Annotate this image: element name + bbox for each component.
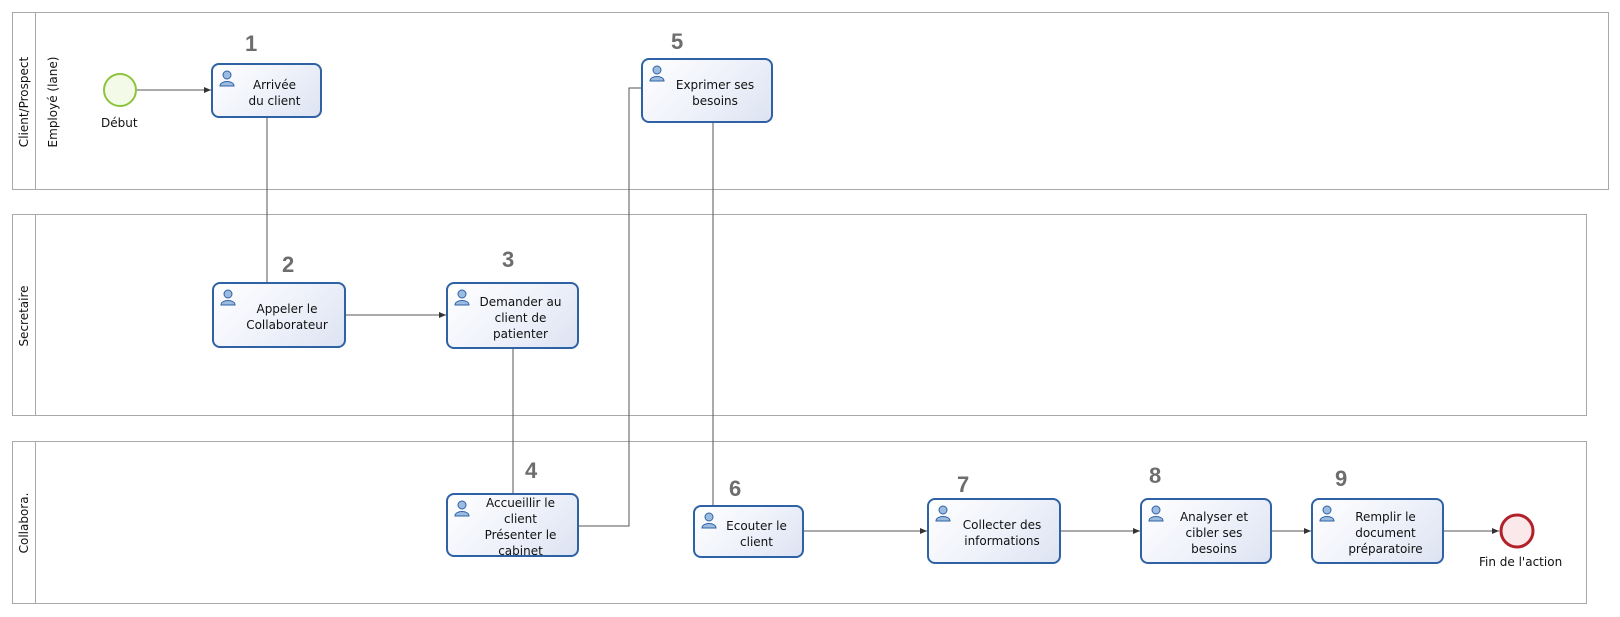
task-label: Appeler le Collaborateur [246, 302, 328, 332]
task-label: Arrivée du client [248, 77, 301, 108]
task-label: Accueillir le client Présenter le cabine… [484, 496, 557, 558]
step-number-3: 3 [502, 247, 515, 272]
task-arrivee-client[interactable]: Arrivée du client [211, 63, 322, 118]
step-number-2: 2 [282, 252, 295, 277]
step-number-6: 6 [729, 476, 742, 501]
task-label: Remplir le document préparatoire [1348, 510, 1423, 556]
task-label: Ecouter le client [726, 518, 787, 549]
task-analyser-besoins[interactable]: Analyser et cibler ses besoins [1140, 498, 1272, 564]
user-icon [935, 505, 951, 522]
user-icon [454, 289, 470, 306]
user-icon [701, 512, 717, 529]
lane-header [13, 215, 36, 415]
step-number-9: 9 [1335, 466, 1348, 491]
user-icon [454, 500, 470, 517]
user-icon [220, 289, 236, 306]
task-label: Demander au client de patienter [479, 294, 562, 341]
lane-header [13, 442, 36, 603]
task-demander-patienter[interactable]: Demander au client de patienter [446, 282, 579, 349]
task-exprimer-besoins[interactable]: Exprimer ses besoins [641, 58, 773, 123]
task-remplir-document[interactable]: Remplir le document préparatoire [1311, 498, 1444, 564]
task-ecouter-client[interactable]: Ecouter le client [693, 505, 804, 558]
step-number-1: 1 [245, 31, 258, 56]
user-icon [1148, 505, 1164, 522]
step-number-4: 4 [525, 458, 538, 483]
task-label: Collecter des informations [962, 518, 1042, 548]
step-number-5: 5 [671, 29, 684, 54]
end-event [1499, 513, 1535, 549]
step-number-7: 7 [957, 472, 970, 497]
task-accueillir-client[interactable]: Accueillir le client Présenter le cabine… [446, 493, 579, 558]
user-icon [219, 70, 235, 87]
flow-4-to-5 [579, 87, 641, 527]
user-icon [1319, 505, 1335, 522]
user-icon [649, 65, 665, 82]
task-collecter-informations[interactable]: Collecter des informations [927, 498, 1061, 564]
task-appeler-collaborateur[interactable]: Appeler le Collaborateur [212, 282, 346, 348]
lane-header [13, 13, 36, 189]
start-event [103, 73, 137, 107]
start-event-label: Début [101, 116, 138, 130]
task-label: Analyser et cibler ses besoins [1179, 510, 1249, 556]
end-event-label: Fin de l'action [1479, 555, 1563, 569]
task-label: Exprimer ses besoins [675, 77, 755, 108]
step-number-8: 8 [1149, 463, 1162, 488]
